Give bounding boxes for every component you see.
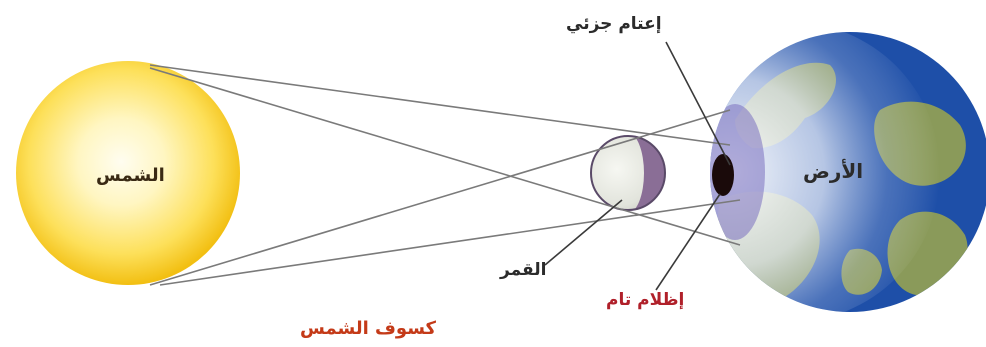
partial-eclipse-label: إعتام جزئي [566, 14, 662, 34]
sun-label: الشمس [96, 165, 165, 186]
diagram-title: كسوف الشمس [300, 318, 436, 339]
moon-label: القمر [500, 260, 546, 280]
earth-label: الأرض [803, 159, 863, 183]
total-eclipse-label: إظلام تام [606, 290, 684, 310]
moon [591, 133, 668, 213]
